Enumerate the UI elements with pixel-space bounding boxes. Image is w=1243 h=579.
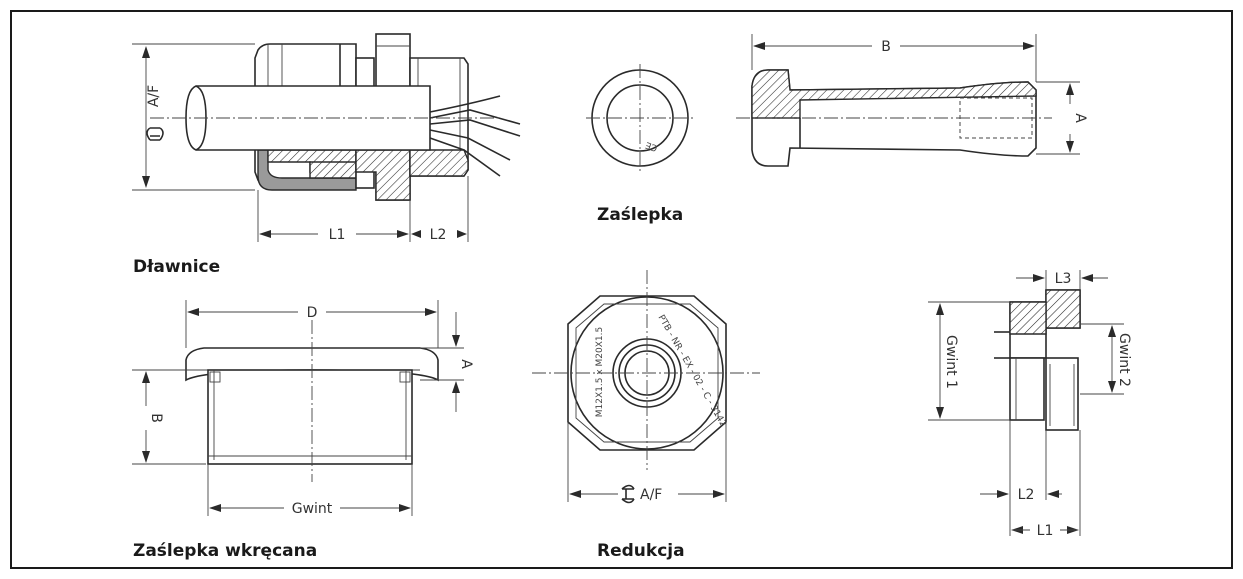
caption-dlawnice: Dławnice xyxy=(133,257,220,277)
sheet-border xyxy=(10,10,1233,569)
adapter-gwint1-label: Gwint 1 xyxy=(943,335,959,389)
screw-cap-drawing: D A B Gwint xyxy=(132,300,474,517)
plug-side-view: B A xyxy=(736,34,1088,167)
caption-redukcja: Redukcja xyxy=(597,541,685,561)
wrench-icon xyxy=(621,484,635,504)
plug-b-label: B xyxy=(881,39,891,55)
plug-ce-marking: CE xyxy=(644,139,659,153)
wrench-icon xyxy=(146,127,164,141)
cap-d-label: D xyxy=(307,305,318,321)
adapter-gwint2-label: Gwint 2 xyxy=(1116,333,1132,387)
gland-l1-label: L1 xyxy=(329,227,346,243)
adapter-drawing: L3 Gwint 1 Gwint 2 L2 L1 xyxy=(928,270,1132,539)
reducer-drawing: M12X1.5 x M20X1.5 PTB - NR - EX - 02 - C… xyxy=(532,270,760,504)
adapter-l3-label: L3 xyxy=(1055,271,1072,287)
cap-gwint-label: Gwint xyxy=(292,501,333,517)
gland-l2-label: L2 xyxy=(430,227,447,243)
reducer-marking-left: M12X1.5 x M20X1.5 xyxy=(595,327,605,417)
plug-front-view: CE xyxy=(586,64,694,172)
caption-zaslepka: Zaślepka xyxy=(597,205,683,225)
cap-b-label: B xyxy=(148,413,164,423)
cap-a-label: A xyxy=(458,359,474,369)
plug-a-label: A xyxy=(1072,113,1088,123)
reducer-af-label: A/F xyxy=(640,487,662,503)
gland-af-label: A/F xyxy=(146,85,162,107)
adapter-l1-label: L1 xyxy=(1037,523,1054,539)
adapter-l2-label: L2 xyxy=(1018,487,1035,503)
caption-zaslepka-wkrecana: Zaślepka wkręcana xyxy=(133,541,317,561)
cable-gland-drawing: A/F L1 L2 xyxy=(132,33,521,243)
